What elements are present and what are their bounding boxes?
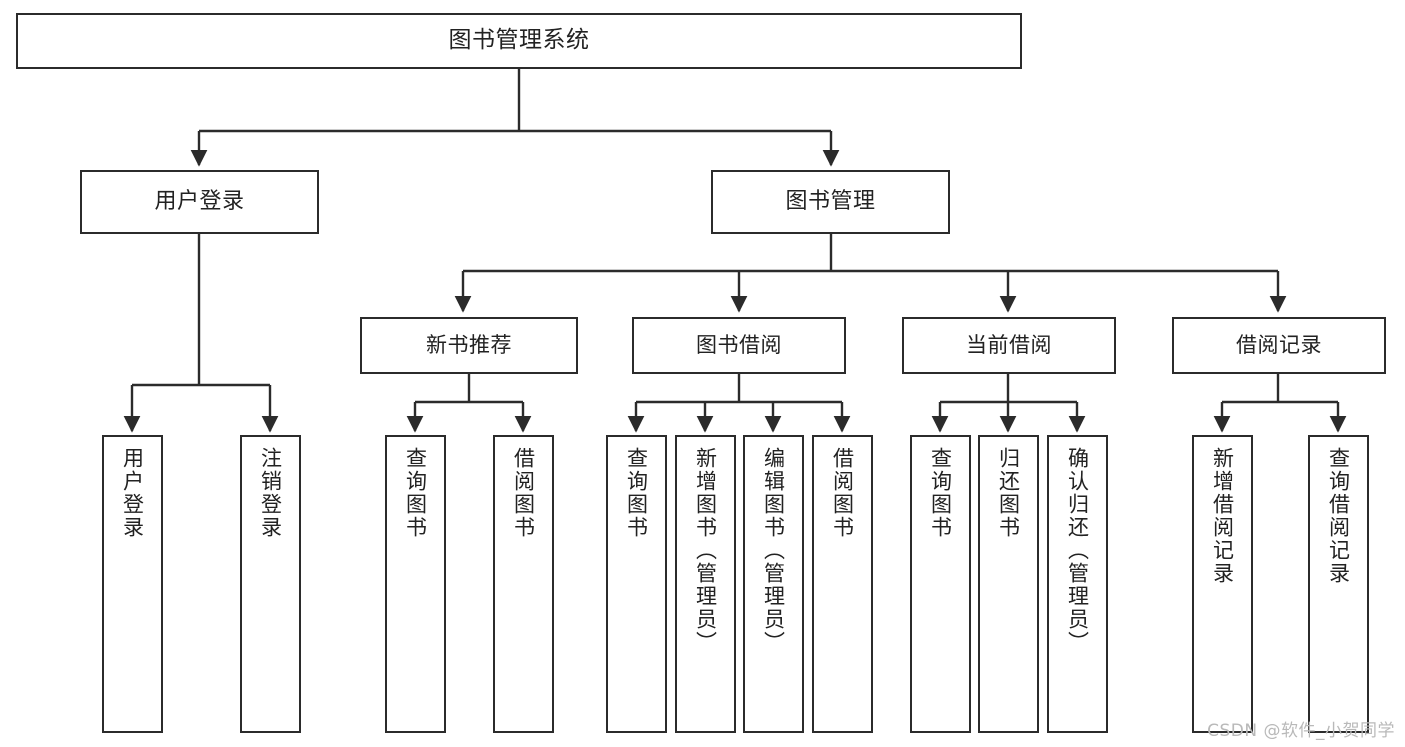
node-book-management[interactable]: 图书管理 <box>711 170 950 234</box>
leaf-borrow-book-newbook[interactable]: 借阅图书 <box>493 435 554 733</box>
node-label: 新增借阅记录 <box>1210 447 1235 585</box>
node-borrowing-record[interactable]: 借阅记录 <box>1172 317 1386 374</box>
node-label: 查询图书 <box>928 447 953 539</box>
node-label: 借阅图书 <box>830 447 855 539</box>
node-label: 新书推荐 <box>426 333 512 358</box>
leaf-edit-book-admin[interactable]: 编辑图书（管理员） <box>743 435 804 733</box>
node-label: 编辑图书（管理员） <box>761 447 786 654</box>
leaf-user-login[interactable]: 用户登录 <box>102 435 163 733</box>
node-label: 当前借阅 <box>966 333 1052 358</box>
node-label: 新增图书（管理员） <box>693 447 718 654</box>
leaf-logout[interactable]: 注销登录 <box>240 435 301 733</box>
node-label: 查询借阅记录 <box>1326 447 1351 585</box>
node-label: 图书借阅 <box>696 333 782 358</box>
node-new-book-recommendation[interactable]: 新书推荐 <box>360 317 578 374</box>
leaf-query-borrow-record[interactable]: 查询借阅记录 <box>1308 435 1369 733</box>
node-label: 图书管理 <box>785 188 876 214</box>
node-label: 借阅记录 <box>1236 333 1322 358</box>
node-label: 查询图书 <box>624 447 649 539</box>
node-book-borrowing[interactable]: 图书借阅 <box>632 317 846 374</box>
leaf-query-book-current[interactable]: 查询图书 <box>910 435 971 733</box>
leaf-add-book-admin[interactable]: 新增图书（管理员） <box>675 435 736 733</box>
leaf-query-book-newbook[interactable]: 查询图书 <box>385 435 446 733</box>
leaf-confirm-return-admin[interactable]: 确认归还（管理员） <box>1047 435 1108 733</box>
node-label: 归还图书 <box>996 447 1021 539</box>
csdn-watermark: CSDN @软件_小贺同学 <box>1207 721 1395 741</box>
node-label: 用户登录 <box>154 188 245 214</box>
node-user-login[interactable]: 用户登录 <box>80 170 319 234</box>
node-label: 用户登录 <box>120 447 145 539</box>
node-label: 注销登录 <box>258 447 283 539</box>
leaf-query-book-borrow[interactable]: 查询图书 <box>606 435 667 733</box>
leaf-return-book[interactable]: 归还图书 <box>978 435 1039 733</box>
leaf-borrow-book[interactable]: 借阅图书 <box>812 435 873 733</box>
node-label: 查询图书 <box>403 447 428 539</box>
node-current-borrowing[interactable]: 当前借阅 <box>902 317 1116 374</box>
node-root-book-management-system[interactable]: 图书管理系统 <box>16 13 1022 69</box>
leaf-add-borrow-record[interactable]: 新增借阅记录 <box>1192 435 1253 733</box>
node-label: 图书管理系统 <box>448 27 590 54</box>
node-label: 确认归还（管理员） <box>1065 447 1090 654</box>
node-label: 借阅图书 <box>511 447 536 539</box>
